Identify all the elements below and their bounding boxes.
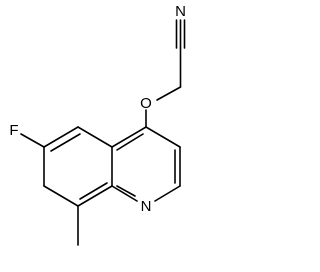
c8-c8a-double-bond [79,182,108,200]
c7-c8-bond [43,185,79,207]
c4a-c5-bond [77,126,113,148]
c4a-c4-bond [111,126,147,148]
fluorine-label: F [9,122,18,139]
ether-linkage [145,86,182,128]
c5-c6-bond [43,126,79,148]
ether-oxygen-label: O [140,95,152,112]
n1-c8a-bond [111,185,138,202]
substituents [20,133,79,246]
benzene-ring [43,126,113,207]
c4-c3-bond [145,126,181,148]
molecule-svg: N O F N [9,3,186,246]
c4a-c4-double-bond [116,133,144,151]
c2-n1-bond [154,185,181,202]
c6-f-bond [20,133,45,148]
ring-nitrogen-label: N [141,198,152,215]
nitrile-group [175,19,186,88]
nitrile-nitrogen-label: N [175,3,186,20]
molecule-structure-drawing: N O F N [9,3,186,246]
n1-c8a-double-bond [116,185,136,197]
pyridine-ring [111,126,181,202]
ch2-o-bond [156,86,182,101]
c5-c6-double-bond [50,133,81,152]
c8-c8a-bond [77,185,113,207]
